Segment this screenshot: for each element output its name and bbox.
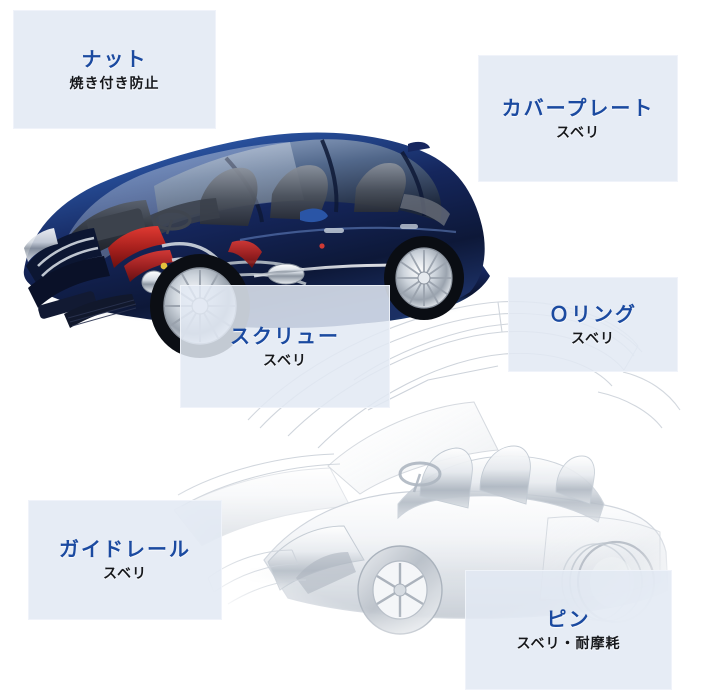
label-cover-plate-title: カバープレート xyxy=(501,95,655,120)
car-rear-wheel xyxy=(384,236,464,320)
label-pin-sub: スベリ・耐摩耗 xyxy=(516,636,621,652)
label-cover-plate-sub: スベリ xyxy=(555,124,601,141)
car-roof-fin xyxy=(408,141,430,152)
label-pin-title: ピン xyxy=(546,607,591,631)
label-o-ring-title: Ｏリング xyxy=(549,301,637,326)
label-o-ring-sub: スベリ xyxy=(570,330,616,347)
label-pin[interactable]: ピン スベリ・耐摩耗 xyxy=(465,570,672,690)
label-o-ring[interactable]: Ｏリング スベリ xyxy=(508,277,678,372)
ghost-front-wheel xyxy=(357,545,443,635)
car-side-trim xyxy=(239,208,457,278)
label-cover-plate[interactable]: カバープレート スベリ xyxy=(478,55,678,182)
car-engine-assembly xyxy=(68,200,307,294)
car-greenhouse-glass xyxy=(154,139,442,226)
ghost-windshield-panel xyxy=(327,401,499,495)
car-headlight xyxy=(24,228,58,262)
label-screw-sub: スベリ xyxy=(262,352,308,369)
car-pillars xyxy=(224,139,426,223)
car-cutaway-hood-overlay xyxy=(62,142,304,278)
car-interior xyxy=(124,163,450,250)
label-screw[interactable]: スクリュー スベリ xyxy=(180,285,390,408)
car-front-fascia xyxy=(24,228,137,328)
label-nut-sub: 焼き付き防止 xyxy=(69,75,160,92)
label-guide-rail-title: ガイドレール xyxy=(59,537,191,561)
label-guide-rail-sub: スベリ xyxy=(102,566,148,582)
label-nut[interactable]: ナット 焼き付き防止 xyxy=(13,10,216,129)
label-screw-title: スクリュー xyxy=(230,323,340,348)
label-guide-rail[interactable]: ガイドレール スベリ xyxy=(28,500,222,620)
label-nut-title: ナット xyxy=(81,46,148,71)
